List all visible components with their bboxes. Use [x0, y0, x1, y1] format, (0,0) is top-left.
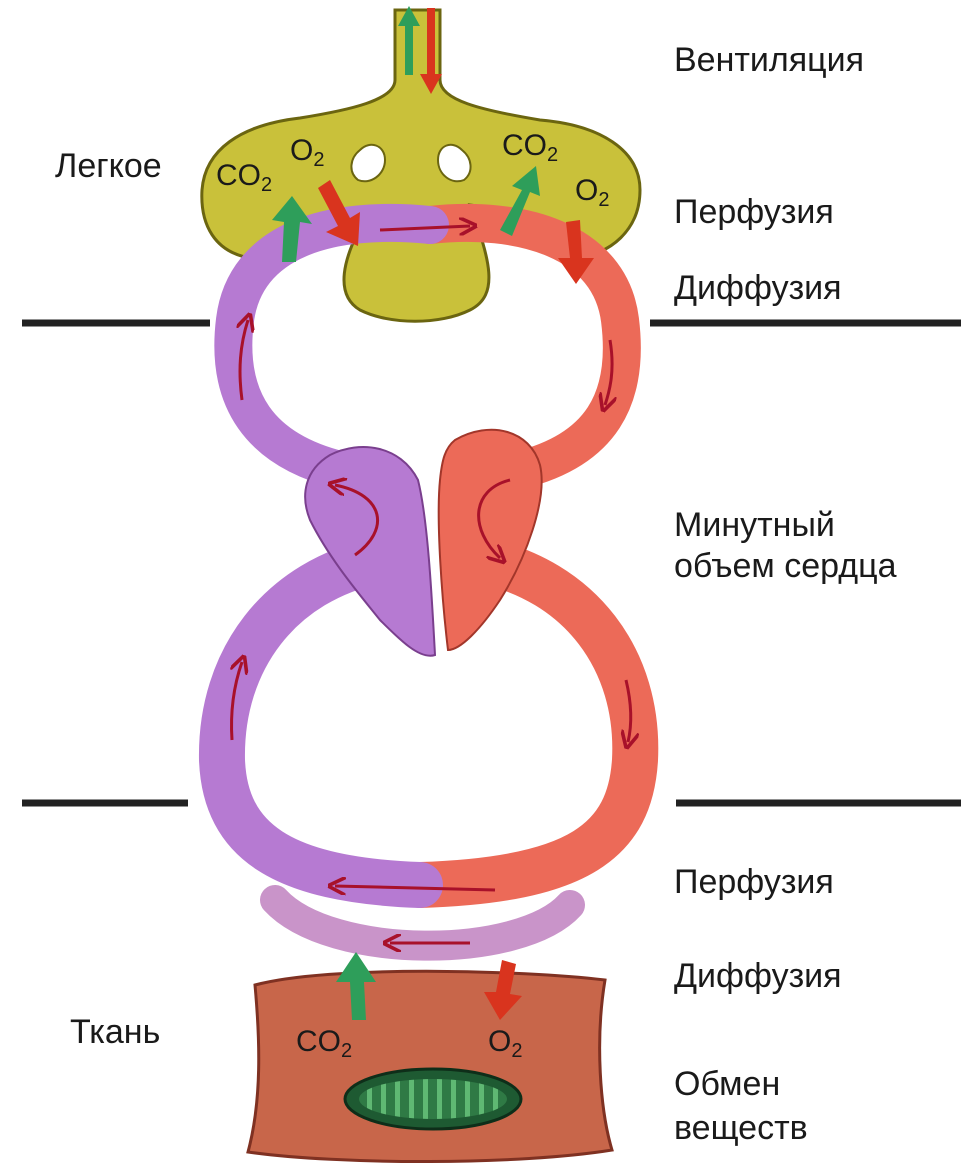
- tissue-label: Ткань: [70, 1012, 160, 1052]
- perfusion-top-label: Перфузия: [674, 192, 834, 232]
- right-heart: [305, 447, 435, 656]
- metabolism-label-line2: веществ: [674, 1108, 808, 1148]
- metabolism-label-line1: Обмен: [674, 1064, 780, 1104]
- perfusion-bottom-label: Перфузия: [674, 862, 834, 902]
- o2-label-tissue: O2: [488, 1026, 522, 1067]
- mitochondrion-icon: [345, 1069, 521, 1129]
- co2-label-tissue: CO2: [296, 1026, 352, 1067]
- ventilation-label: Вентиляция: [674, 40, 864, 80]
- cardiac-output-label-line1: Минутный: [674, 505, 835, 545]
- cardiac-output-label-line2: объем сердца: [674, 546, 897, 586]
- diffusion-top-label: Диффузия: [674, 268, 842, 308]
- o2-label-lung-right: O2: [575, 175, 609, 216]
- left-heart: [439, 430, 542, 650]
- co2-label-lung-right: CO2: [502, 130, 558, 171]
- lung-label: Легкое: [55, 146, 162, 186]
- diffusion-bottom-label: Диффузия: [674, 956, 842, 996]
- o2-label-lung-left: O2: [290, 135, 324, 176]
- co2-label-lung-left: CO2: [216, 160, 272, 201]
